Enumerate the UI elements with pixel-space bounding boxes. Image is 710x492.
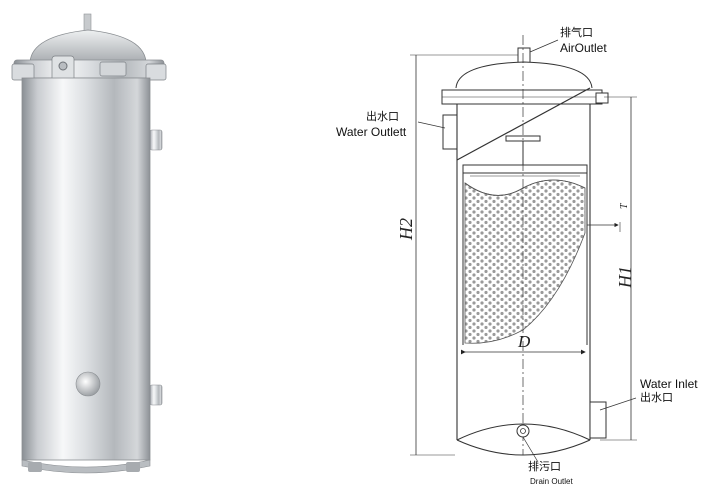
- drain-leader: [522, 436, 539, 463]
- water-inlet-label-en: Water Inlet: [640, 377, 698, 391]
- housing-body: [21, 77, 163, 474]
- h2-dimension-label: H2: [396, 218, 416, 240]
- technical-drawing: [410, 47, 609, 456]
- t-dimension-label: T: [619, 203, 630, 209]
- housing-lid: [11, 13, 167, 83]
- air-outlet-label-en: AirOutlet: [560, 41, 607, 55]
- water-outlet-label-en: Water Outlett: [336, 125, 407, 139]
- air-outlet-leader: [529, 39, 559, 53]
- water-outlet-label-cn: 出水口: [366, 111, 399, 123]
- perforated-basket: [464, 179, 586, 344]
- d-dimension-label: D: [518, 332, 531, 351]
- water-inlet-label-cn: 出水口: [640, 392, 673, 404]
- h1-dimension-label: H1: [615, 266, 635, 288]
- water-inlet-leader: [599, 397, 637, 411]
- drain-label-en: Drain Outlet: [530, 477, 573, 486]
- air-outlet-label-cn: 排气口: [560, 27, 593, 39]
- water-outlet-leader: [417, 121, 446, 129]
- drain-label-cn: 排污口: [528, 461, 561, 473]
